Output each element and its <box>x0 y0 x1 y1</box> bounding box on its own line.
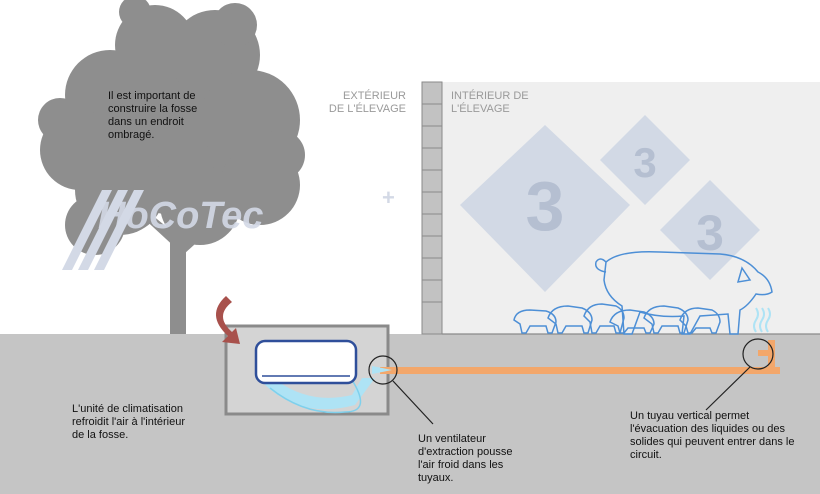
watermark-diamond <box>600 115 690 205</box>
annotation-shade: Il est important de construire la fosse … <box>108 90 198 141</box>
sow-body <box>603 250 773 335</box>
label-exterior: EXTÉRIEUR DE L'ÉLEVAGE <box>328 90 406 115</box>
tree-illustration <box>38 0 305 335</box>
watermark-badges: 3 3 3 <box>460 115 760 292</box>
pipe-callout-circle <box>742 338 774 370</box>
piglets <box>513 303 721 334</box>
annotation-vertical-pipe: Un tuyau vertical permet l'évacuation de… <box>630 410 795 461</box>
ac-unit <box>254 339 358 385</box>
brand-watermark-plus: + <box>382 185 395 210</box>
pipe-leader-line <box>705 366 751 411</box>
steam-icon <box>753 307 771 333</box>
label-interior: INTÉRIEUR DE L'ÉLEVAGE <box>451 90 529 115</box>
annotation-fan: Un ventilateur d'extraction pousse l'air… <box>418 433 513 484</box>
ground <box>0 334 820 494</box>
vertical-pipe <box>768 340 775 374</box>
watermark-number: 3 <box>526 167 565 245</box>
fan-leader-line <box>392 380 434 425</box>
tree-trunk <box>170 235 186 335</box>
cold-air-outline <box>269 379 362 414</box>
airflow-arrow <box>215 296 240 344</box>
annotation-ac-unit: L'unité de climatisation refroidit l'air… <box>72 403 186 441</box>
horizontal-pipe <box>380 367 780 374</box>
fan-callout-circle <box>368 355 398 385</box>
sow-tail <box>594 258 607 273</box>
watermark-number: 3 <box>633 139 656 186</box>
vertical-pipe-outlet <box>758 350 770 356</box>
watermark-diamond <box>660 180 760 280</box>
watermark-number: 3 <box>696 205 724 261</box>
fan-symbol <box>372 366 392 374</box>
brand-stripes <box>62 190 144 270</box>
building-wall <box>421 81 443 335</box>
pig-illustration <box>513 250 773 335</box>
watermark-diamond <box>460 125 630 292</box>
sow-ear <box>736 266 752 283</box>
